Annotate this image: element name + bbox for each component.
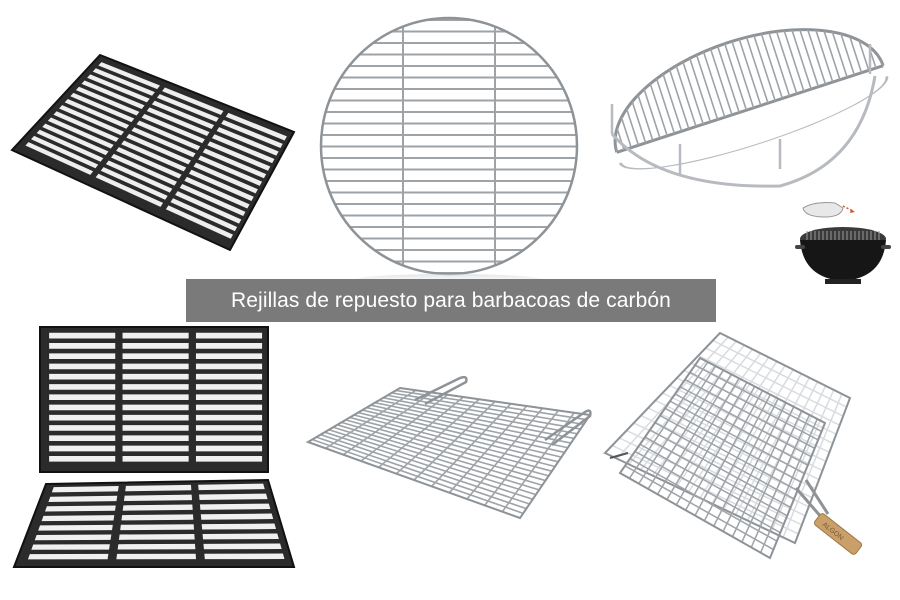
cast-iron-grate-pair — [12, 326, 296, 568]
half-moon-chrome-grill — [600, 14, 889, 188]
round-chrome-grill — [319, 16, 579, 286]
kettle-bbq-inset-image — [795, 202, 891, 284]
caption-banner: Rejillas de repuesto para barbacoas de c… — [186, 279, 716, 322]
folding-grill-basket: ALGON — [603, 331, 863, 560]
chrome-grill-with-hooks — [305, 375, 592, 520]
cast-iron-grate-rectangular — [10, 53, 296, 252]
